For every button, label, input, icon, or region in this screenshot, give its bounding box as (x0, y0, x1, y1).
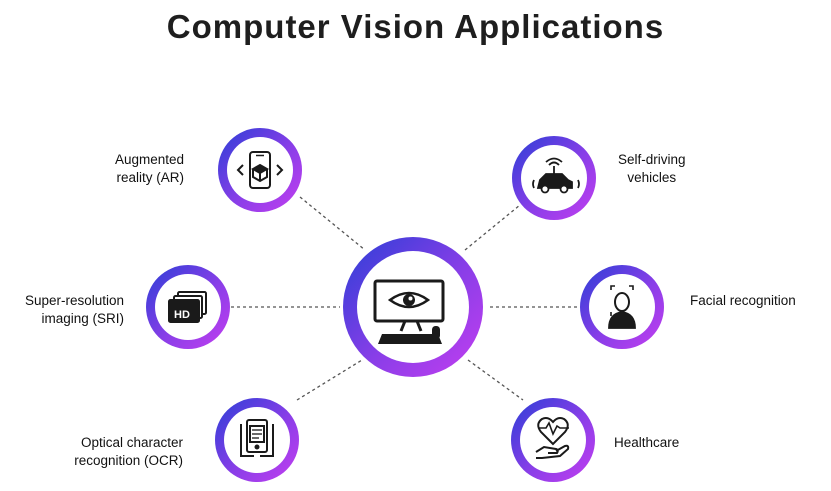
node-ar (218, 128, 302, 212)
label-ar: Augmented reality (AR) (115, 151, 184, 187)
label-ar-line2: reality (AR) (116, 170, 184, 185)
face-scan-icon (608, 285, 636, 329)
label-sri-line1: Super-resolution (24, 293, 124, 308)
node-healthcare (511, 398, 595, 482)
label-self-driving-line1: Self-driving (618, 152, 686, 167)
label-healthcare-line1: Healthcare (614, 435, 680, 450)
node-ocr (215, 398, 299, 482)
ocr-document-icon (240, 419, 274, 457)
svg-text:HD: HD (174, 309, 190, 321)
connector-ar (299, 196, 366, 251)
label-ocr-line1: Optical character (80, 435, 183, 450)
node-facial (580, 265, 664, 349)
label-facial: Facial recognition (690, 292, 796, 310)
connector-ocr (296, 359, 363, 401)
node-sri: HD (146, 265, 230, 349)
page-title: Computer Vision Applications (166, 8, 665, 45)
label-sri-line2: imaging (SRI) (41, 311, 124, 326)
label-healthcare: Healthcare (614, 434, 679, 452)
heart-hand-icon (535, 417, 570, 459)
connector-self-driving (464, 204, 521, 251)
label-self-driving: Self-driving vehicles (618, 151, 686, 187)
node-self-driving (512, 136, 596, 220)
label-ocr-line2: recognition (OCR) (74, 453, 183, 468)
connector-healthcare (467, 359, 524, 401)
label-facial-line1: Facial recognition (690, 293, 796, 308)
center-node (343, 237, 483, 377)
hd-screens-icon: HD (168, 291, 207, 323)
label-sri: Super-resolution imaging (SRI) (25, 292, 124, 328)
label-ocr: Optical character recognition (OCR) (74, 434, 183, 470)
self-driving-car-icon (532, 157, 580, 194)
label-self-driving-line2: vehicles (627, 170, 677, 185)
monitor-eye-icon (373, 279, 445, 344)
connector-lines (225, 196, 583, 401)
label-ar-line1: Augmented (114, 152, 184, 167)
ar-phone-cube-icon (236, 151, 284, 189)
